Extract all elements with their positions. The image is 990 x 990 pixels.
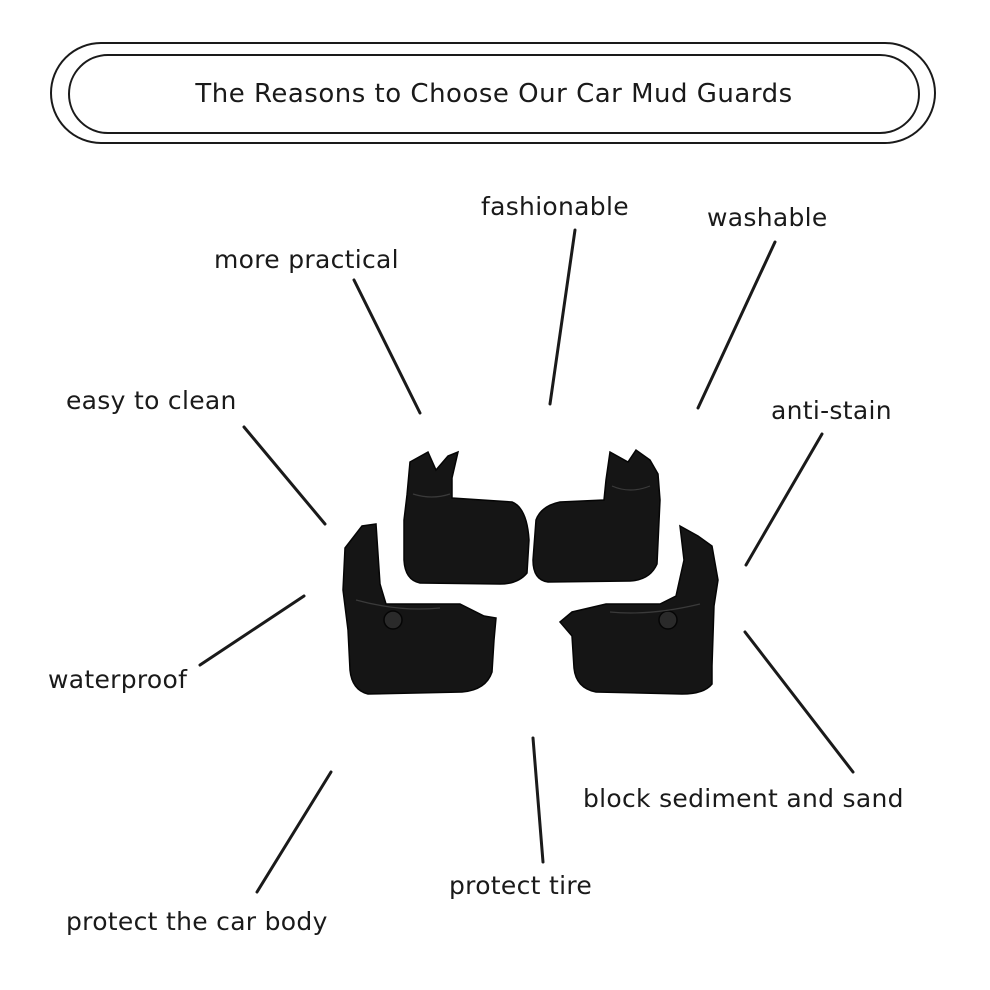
feature-label-anti-stain: anti-stain bbox=[771, 396, 892, 425]
callout-line-easy-to-clean bbox=[242, 425, 327, 526]
callout-line-protect-tire bbox=[531, 736, 545, 864]
callout-line-block-sediment bbox=[743, 630, 855, 774]
feature-label-waterproof: waterproof bbox=[48, 665, 188, 694]
page-title: The Reasons to Choose Our Car Mud Guards bbox=[195, 79, 793, 109]
mudguard-front-right bbox=[532, 448, 661, 583]
feature-label-fashionable: fashionable bbox=[481, 192, 629, 221]
feature-label-block-sediment: block sediment and sand bbox=[583, 784, 904, 813]
feature-label-easy-to-clean: easy to clean bbox=[66, 386, 237, 415]
callout-line-washable bbox=[696, 240, 777, 410]
mudguard-rear-right bbox=[558, 524, 719, 695]
title-banner: The Reasons to Choose Our Car Mud Guards bbox=[68, 54, 920, 134]
feature-label-washable: washable bbox=[707, 203, 828, 232]
title-frame bbox=[50, 42, 936, 144]
mudguard-front-left bbox=[403, 450, 530, 585]
feature-label-protect-car-body: protect the car body bbox=[66, 907, 328, 936]
callout-line-more-practical bbox=[352, 278, 422, 415]
callout-line-anti-stain bbox=[744, 432, 824, 567]
callout-line-waterproof bbox=[198, 594, 306, 667]
feature-label-more-practical: more practical bbox=[214, 245, 399, 274]
feature-label-protect-tire: protect tire bbox=[449, 871, 593, 900]
mudguard-rear-left bbox=[342, 523, 497, 695]
callout-line-protect-car-body bbox=[255, 770, 333, 894]
callout-line-fashionable bbox=[548, 228, 577, 406]
